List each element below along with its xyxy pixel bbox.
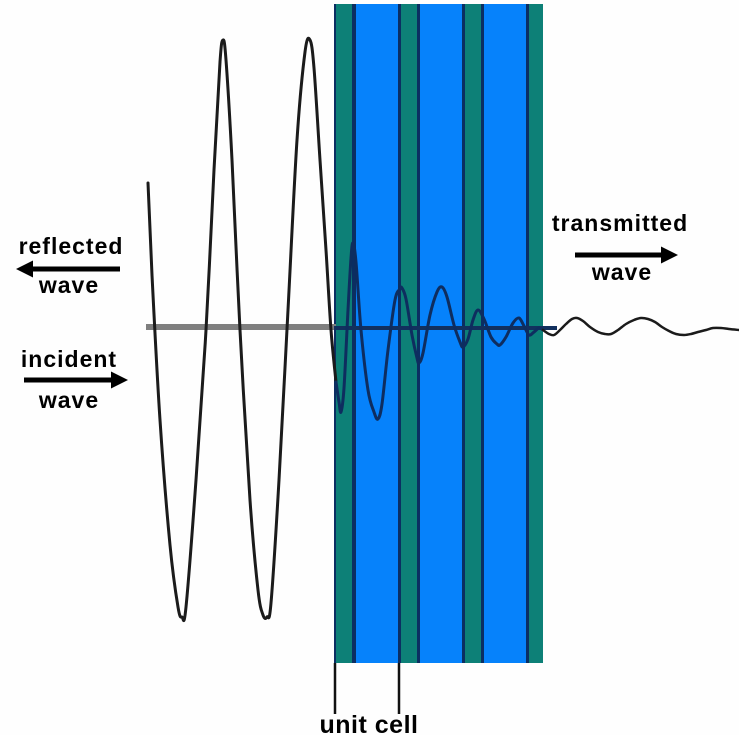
unit-cell-label: unit cell [319, 711, 419, 735]
incident-wave-label: incident [20, 346, 118, 372]
crystal-stack-layer-teal [336, 4, 352, 663]
crystal-stack-layer-navy [334, 4, 336, 663]
transmitted-wave-label: transmitted [551, 210, 689, 236]
crystal-stack-layer-teal [465, 4, 481, 663]
incident-wave-path [146, 36, 338, 623]
reflected-wave-label: reflected [18, 233, 124, 259]
reflected-wave-label-line2: wave [38, 272, 100, 298]
transmitted-wave-label-line2: wave [591, 259, 653, 285]
crystal-stack-layer-navy [398, 4, 401, 663]
crystal-stack-layer-navy [417, 4, 420, 663]
transmitted-wave-arrowhead-icon [661, 246, 678, 264]
crystal-stack-layer-navy [352, 4, 356, 663]
incident-wave-label-line2: wave [38, 387, 100, 413]
reflected-wave-arrowhead-icon [16, 260, 33, 278]
crystal-stack-layer-navy [462, 4, 465, 663]
transmitted-wave-path [541, 316, 739, 337]
crystal-wave-path [334, 241, 545, 421]
crystal-stack-layer-teal [401, 4, 417, 663]
incident-wave-arrowhead-icon [111, 371, 128, 389]
crystal-stack-layer-navy [481, 4, 484, 663]
crystal-stack-layer-teal [529, 4, 543, 663]
